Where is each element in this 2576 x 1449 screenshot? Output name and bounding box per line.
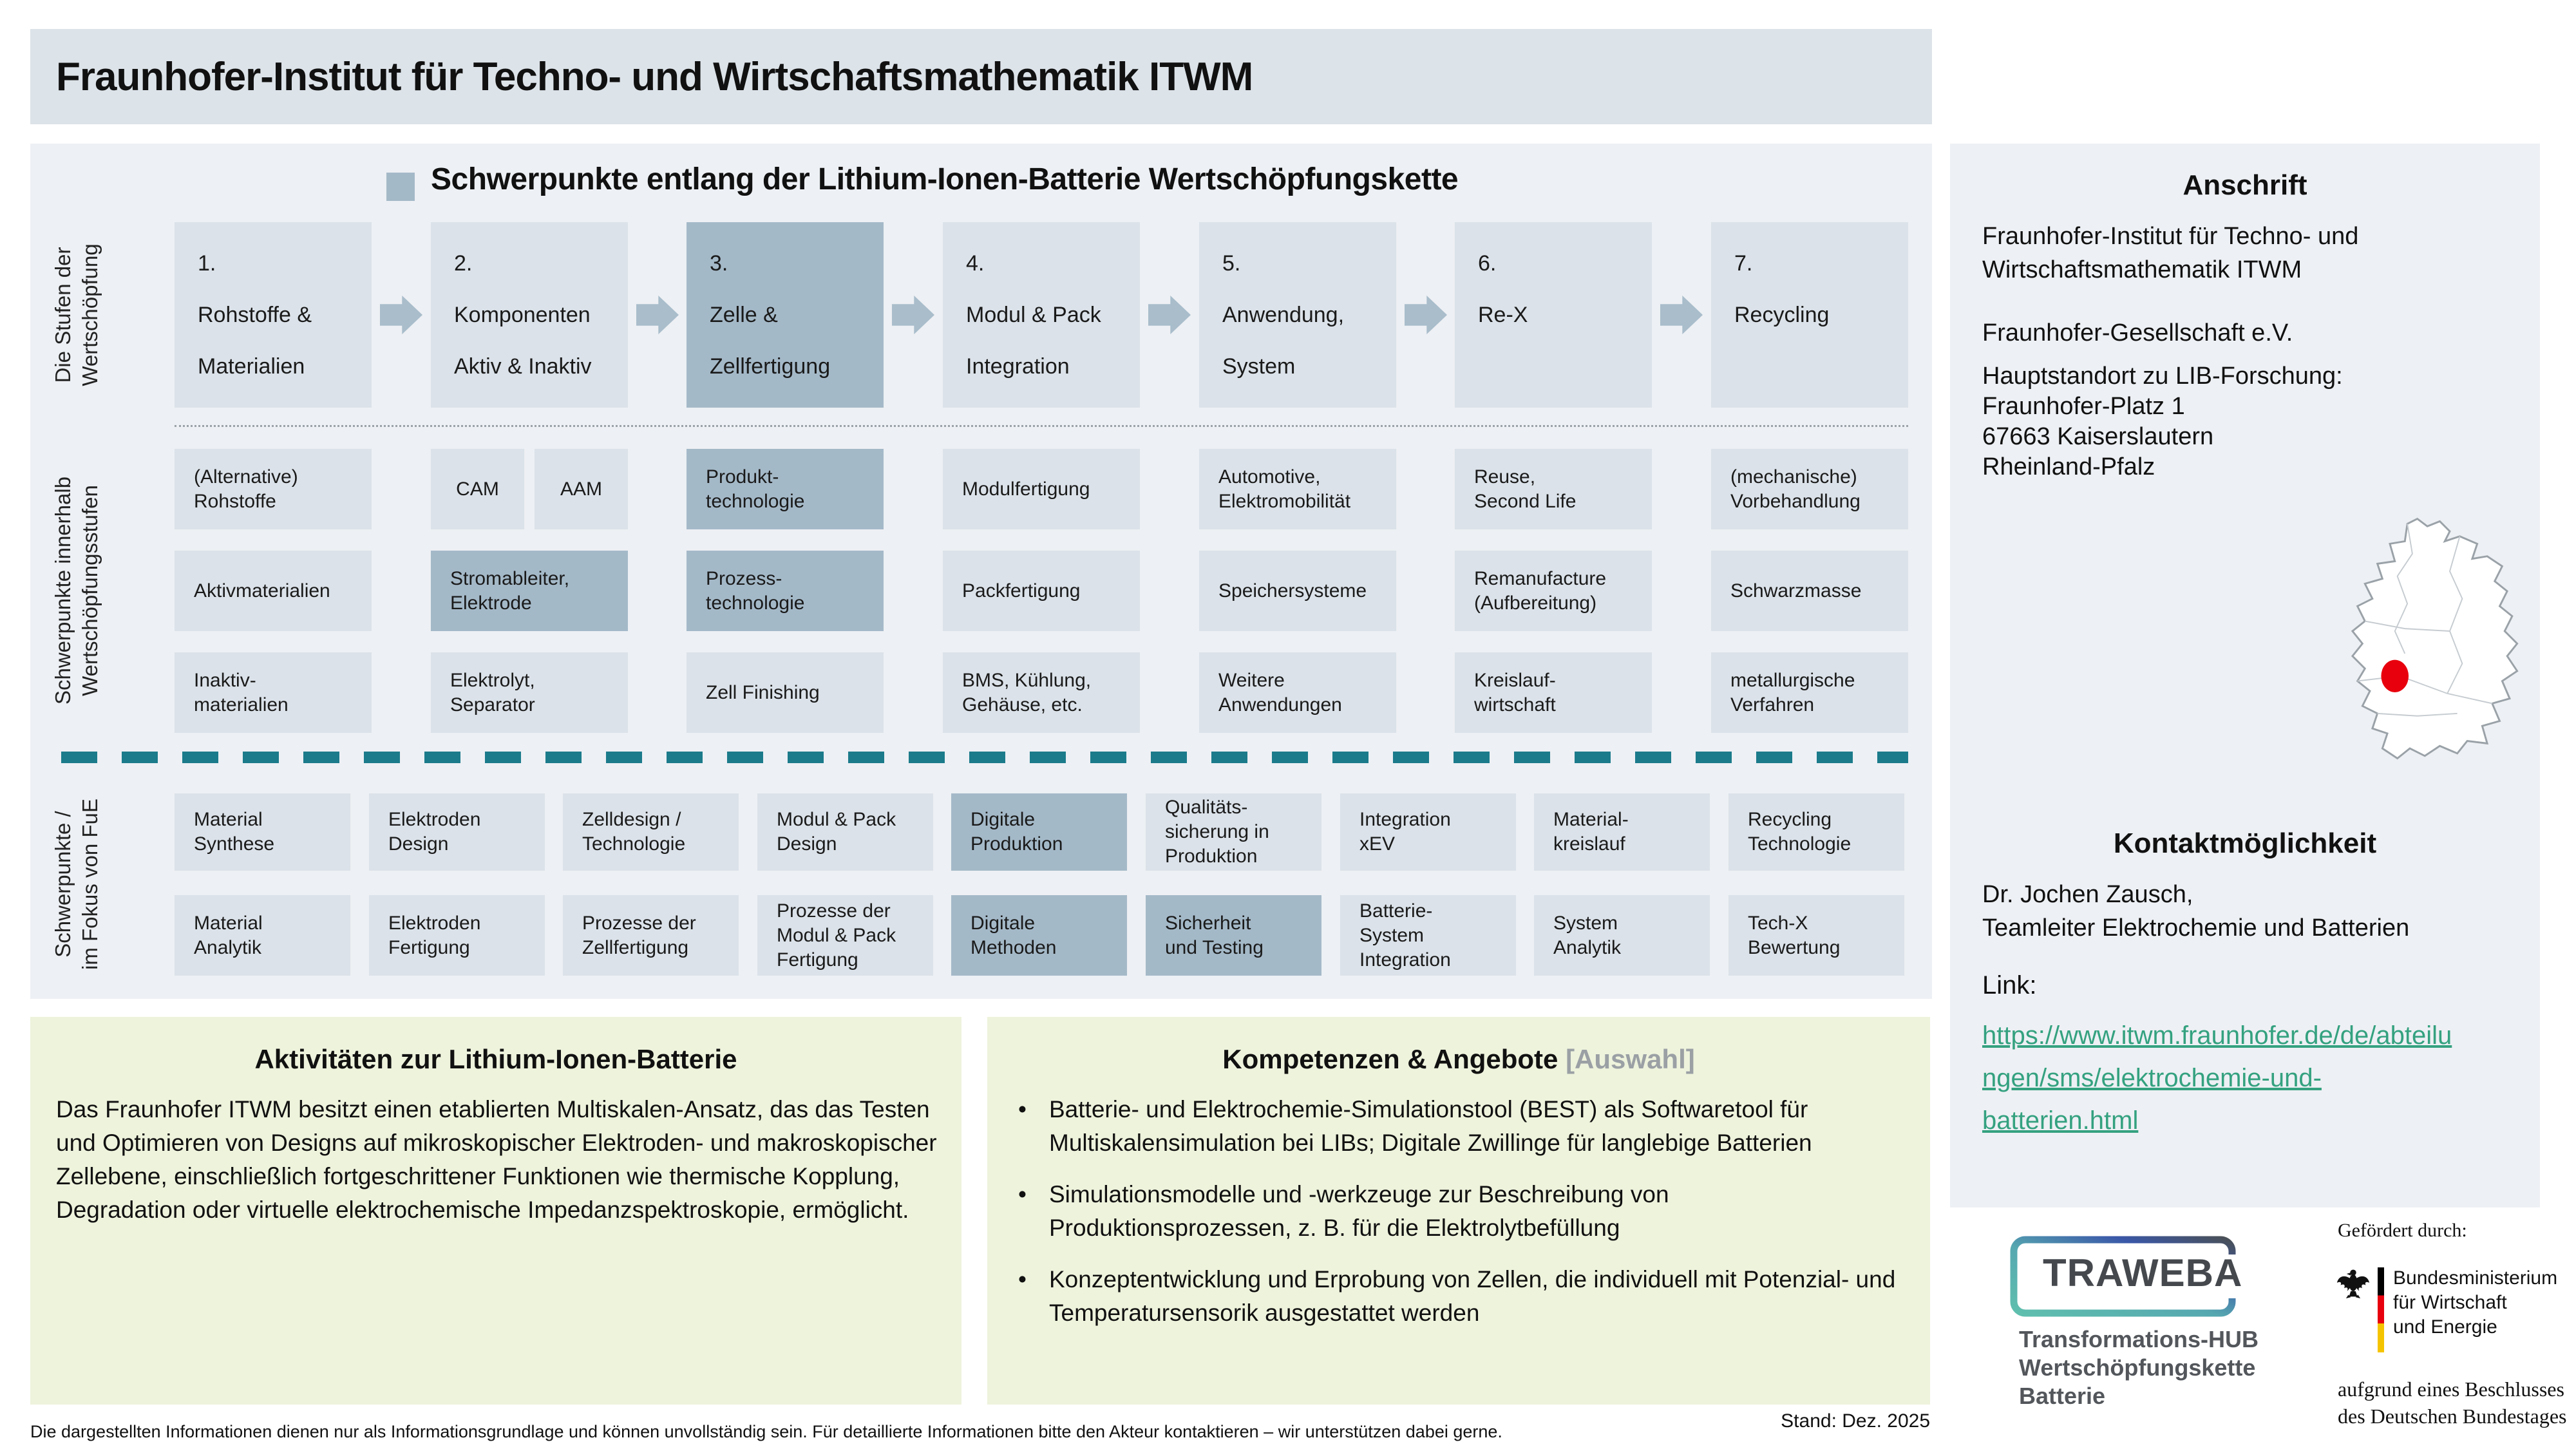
institute-name: Fraunhofer-Institut für Techno- und Wirt… <box>1982 223 2359 283</box>
bundestag-note: aufgrund eines Beschlusses des Deutschen… <box>2338 1378 2567 1428</box>
stage-1-rohstoffe: 1. Rohstoffe & Materialien <box>175 222 372 408</box>
within-box-highlight: Stromableiter, Elektrode <box>431 551 628 631</box>
within-box: Automotive, Elektromobilität <box>1199 449 1396 529</box>
sidebar-anschrift: Anschrift Fraunhofer-Institut für Techno… <box>1950 144 2540 1208</box>
federal-eagle-icon <box>2336 1269 2370 1299</box>
location-marker-icon <box>2381 659 2409 692</box>
footer-disclaimer: Die dargestellten Informationen dienen n… <box>30 1422 1502 1441</box>
kompetenzen-title-main: Kompetenzen & Angebote <box>1222 1044 1558 1074</box>
within-box-cam: CAM <box>431 449 524 529</box>
stage-5-anwendung: 5. Anwendung, System <box>1199 222 1396 408</box>
kompetenzen-title-tag: [Auswahl] <box>1566 1044 1695 1074</box>
fue-box: Integration xEV <box>1340 793 1516 871</box>
within-box: Modulfertigung <box>943 449 1140 529</box>
arrow-right-icon <box>636 296 679 334</box>
stage-2-komponenten: 2. Komponenten Aktiv & Inaktiv <box>431 222 628 408</box>
header-bar: Fraunhofer-Institut für Techno- und Wirt… <box>30 29 1932 124</box>
ministerium-label: Bundesministerium für Wirtschaft und Ene… <box>2393 1267 2558 1338</box>
link-label: Link: <box>1982 971 2037 999</box>
within-box: metallurgische Verfahren <box>1711 652 1908 733</box>
within-box: Speichersysteme <box>1199 551 1396 631</box>
within-box: Aktivmaterialien <box>175 551 372 631</box>
aktivitaeten-title: Aktivitäten zur Lithium-Ionen-Batterie <box>254 1044 737 1074</box>
fue-box-highlight: Sicherheit und Testing <box>1146 895 1321 976</box>
anschrift-title: Anschrift <box>2183 169 2307 201</box>
within-box: (mechanische) Vorbehandlung <box>1711 449 1908 529</box>
aktivitaeten-panel: Aktivitäten zur Lithium-Ionen-Batterie D… <box>30 1017 961 1405</box>
list-item: Simulationsmodelle und -werkzeuge zur Be… <box>1013 1178 1908 1245</box>
within-box: Reuse, Second Life <box>1455 449 1652 529</box>
within-box: Elektrolyt, Separator <box>431 652 628 733</box>
gesellschaft: Fraunhofer-Gesellschaft e.V. <box>1982 319 2293 346</box>
within-box: Zell Finishing <box>687 652 884 733</box>
list-item: Batterie- und Elektrochemie-Simulationst… <box>1013 1093 1908 1160</box>
page-title: Fraunhofer-Institut für Techno- und Wirt… <box>56 54 1253 99</box>
kompetenzen-panel: Kompetenzen & Angebote [Auswahl] Batteri… <box>987 1017 1930 1405</box>
german-flag-stripe-icon <box>2378 1267 2384 1352</box>
within-box: (Alternative) Rohstoffe <box>175 449 372 529</box>
fue-box: Zelldesign / Technologie <box>563 793 739 871</box>
diagram-title: Schwerpunkte entlang der Lithium-Ionen-B… <box>431 162 1459 196</box>
fue-box: Elektroden Fertigung <box>369 895 545 976</box>
row-label-stufen: Die Stufen der Wertschöpfung <box>51 243 102 386</box>
gefoerdert-label: Gefördert durch: <box>2338 1220 2467 1241</box>
within-box: Packfertigung <box>943 551 1140 631</box>
arrow-right-icon <box>1405 296 1447 334</box>
section-divider-dotted <box>175 425 1908 427</box>
arrow-right-icon <box>1660 296 1703 334</box>
within-box-aam: AAM <box>535 449 628 529</box>
legend-square-icon <box>386 173 415 201</box>
traweba-subtitle: Transformations-HUB Wertschöpfungskette … <box>2019 1326 2259 1409</box>
fue-box: Material Synthese <box>175 793 350 871</box>
fue-box: Tech-X Bewertung <box>1728 895 1904 976</box>
arrow-right-icon <box>380 296 422 334</box>
fue-box: Prozesse der Zellfertigung <box>563 895 739 976</box>
within-box-highlight: Prozess- technologie <box>687 551 884 631</box>
within-box: Inaktiv- materialien <box>175 652 372 733</box>
kompetenzen-title: Kompetenzen & Angebote [Auswahl] <box>987 1044 1930 1075</box>
stage-3-zelle: 3. Zelle & Zellfertigung <box>687 222 884 408</box>
fue-box: System Analytik <box>1534 895 1710 976</box>
kontakt-title: Kontaktmöglichkeit <box>2113 828 2377 859</box>
fue-divider-dashed <box>61 752 1908 763</box>
value-chain-panel: Schwerpunkte entlang der Lithium-Ionen-B… <box>30 144 1932 999</box>
kompetenzen-list: Batterie- und Elektrochemie-Simulationst… <box>1013 1093 1908 1348</box>
address-block: Hauptstandort zu LIB-Forschung: Fraunhof… <box>1982 363 2343 480</box>
germany-map <box>2351 517 2519 760</box>
fue-box: Material- kreislauf <box>1534 793 1710 871</box>
fue-box: Qualitäts- sicherung in Produktion <box>1146 793 1321 871</box>
fue-box: Material Analytik <box>175 895 350 976</box>
contact-person: Dr. Jochen Zausch, Teamleiter Elektroche… <box>1982 881 2410 942</box>
fue-box: Modul & Pack Design <box>757 793 933 871</box>
stage-7-recycling: 7. Recycling <box>1711 222 1908 408</box>
fue-box-highlight: Digitale Methoden <box>951 895 1127 976</box>
stage-6-re-x: 6. Re-X <box>1455 222 1652 408</box>
row-label-fue: Schwerpunkte / im Fokus von FuE <box>51 799 102 970</box>
fue-box: Elektroden Design <box>369 793 545 871</box>
within-box: BMS, Kühlung, Gehäuse, etc. <box>943 652 1140 733</box>
arrow-right-icon <box>892 296 934 334</box>
fue-box: Batterie- System Integration <box>1340 895 1516 976</box>
department-link[interactable]: https://www.itwm.fraunhofer.de/de/abteil… <box>1982 1021 2452 1135</box>
list-item: Konzeptentwicklung und Erprobung von Zel… <box>1013 1263 1908 1330</box>
aktivitaeten-text: Das Fraunhofer ITWM besitzt einen etabli… <box>56 1096 937 1223</box>
fue-box: Recycling Technologie <box>1728 793 1904 871</box>
stand-date: Stand: Dez. 2025 <box>1781 1410 1930 1432</box>
traweba-logo <box>2010 1236 2237 1317</box>
within-box: Remanufacture (Aufbereitung) <box>1455 551 1652 631</box>
within-box: Weitere Anwendungen <box>1199 652 1396 733</box>
within-box: Schwarzmasse <box>1711 551 1908 631</box>
within-box: Kreislauf- wirtschaft <box>1455 652 1652 733</box>
stage-4-modul-pack: 4. Modul & Pack Integration <box>943 222 1140 408</box>
row-label-schwerpunkte: Schwerpunkte innerhalb Wertschöpfungsstu… <box>51 476 102 705</box>
fue-box: Prozesse der Modul & Pack Fertigung <box>757 895 933 976</box>
fue-box-highlight: Digitale Produktion <box>951 793 1127 871</box>
within-box-highlight: Produkt- technologie <box>687 449 884 529</box>
arrow-right-icon <box>1148 296 1191 334</box>
traweba-wordmark: TRAWEBA <box>2043 1251 2243 1294</box>
